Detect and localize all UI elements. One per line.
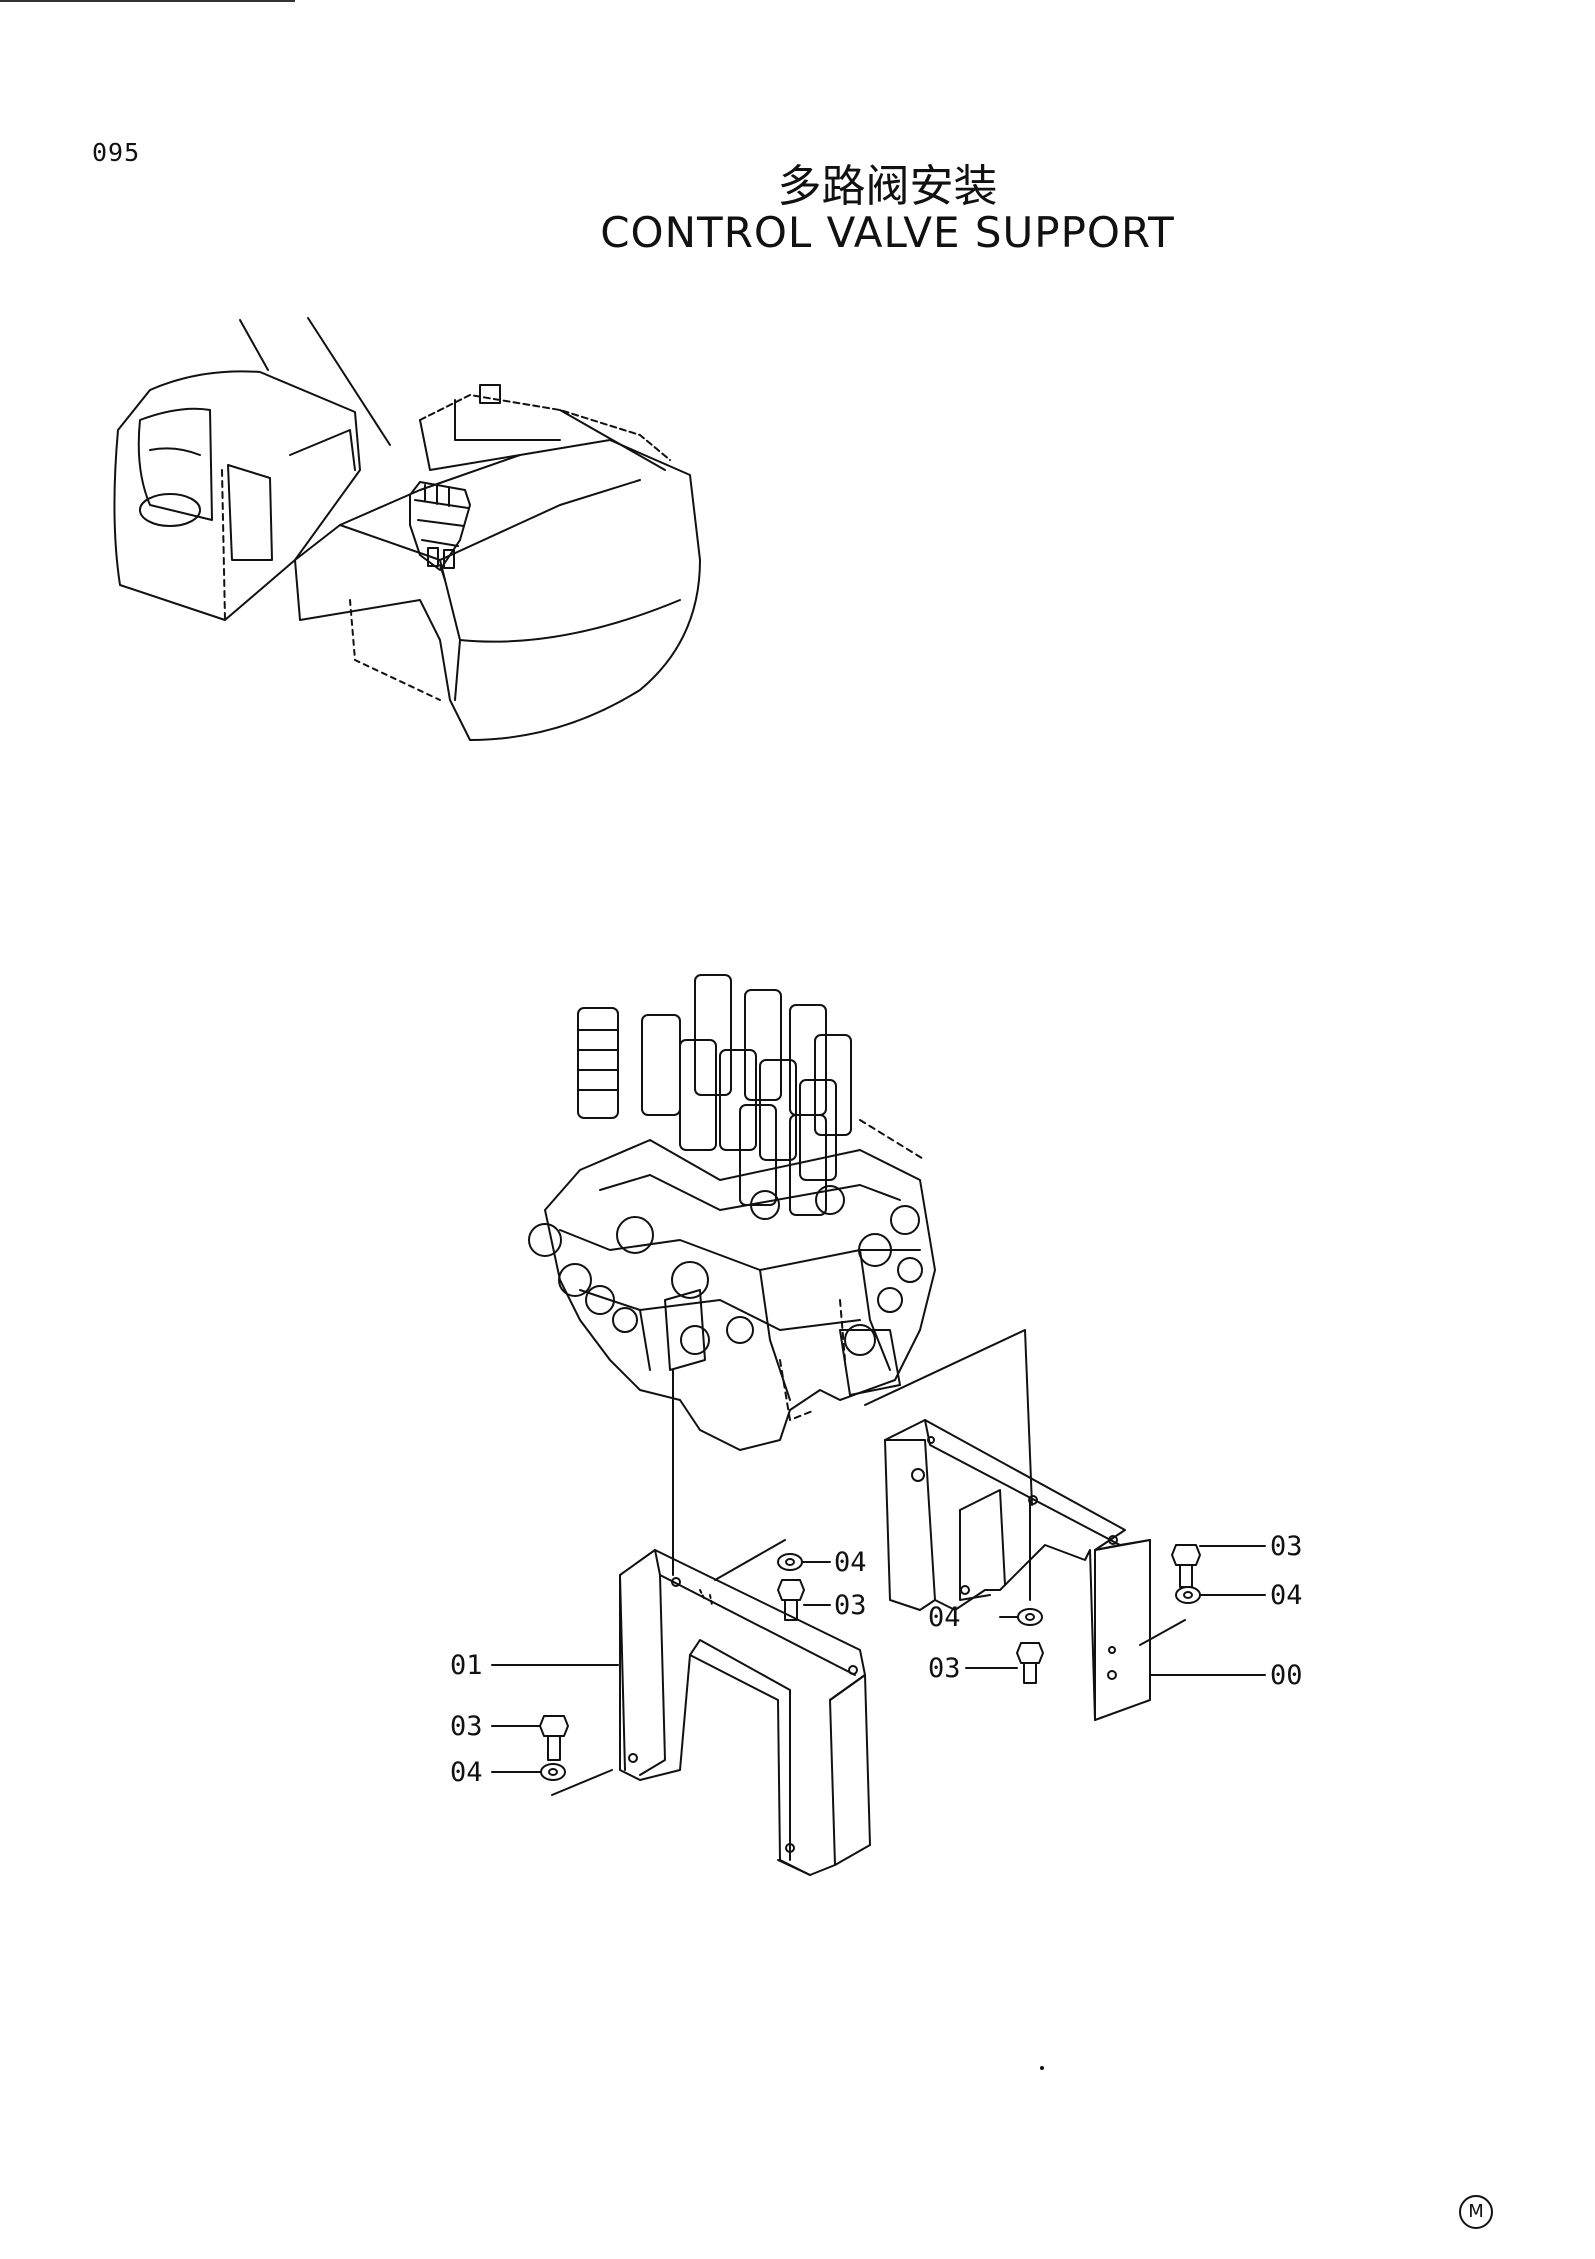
bracket-01 bbox=[619, 1549, 871, 1876]
control-valve-illustration bbox=[528, 974, 936, 1451]
top-rule bbox=[0, 0, 295, 2]
bolt-parts bbox=[539, 1544, 1201, 1761]
callout-04-upper-right: 04 bbox=[1270, 1580, 1303, 1611]
excavator-overview-illustration bbox=[113, 317, 701, 741]
assembly-leader-lines bbox=[551, 1329, 1186, 1796]
callout-00: 00 bbox=[1270, 1660, 1303, 1691]
washer-parts bbox=[540, 1553, 1201, 1781]
page-title-english: CONTROL VALVE SUPPORT bbox=[600, 208, 1175, 257]
page-title-chinese: 多路阀安装 bbox=[777, 161, 998, 212]
callout-04-lower-left: 04 bbox=[450, 1757, 483, 1788]
callout-03-lower-left: 03 bbox=[450, 1711, 483, 1742]
callout-leaders bbox=[491, 1545, 1266, 1773]
callout-03-upper-middle: 03 bbox=[834, 1590, 867, 1621]
page-number: 095 bbox=[92, 138, 141, 167]
callout-03-upper-right: 03 bbox=[1270, 1531, 1303, 1562]
callout-04-middle-right: 04 bbox=[928, 1602, 961, 1633]
callout-03-middle-right: 03 bbox=[928, 1653, 961, 1684]
manual-mark-badge: M bbox=[1459, 2195, 1493, 2229]
bracket-00 bbox=[884, 1419, 1151, 1721]
callout-04-upper-middle: 04 bbox=[834, 1547, 867, 1578]
callout-labels: 01 03 04 04 03 04 03 03 04 00 bbox=[450, 1531, 1303, 1788]
callout-01: 01 bbox=[450, 1650, 483, 1681]
stray-dot bbox=[1040, 2066, 1044, 2070]
